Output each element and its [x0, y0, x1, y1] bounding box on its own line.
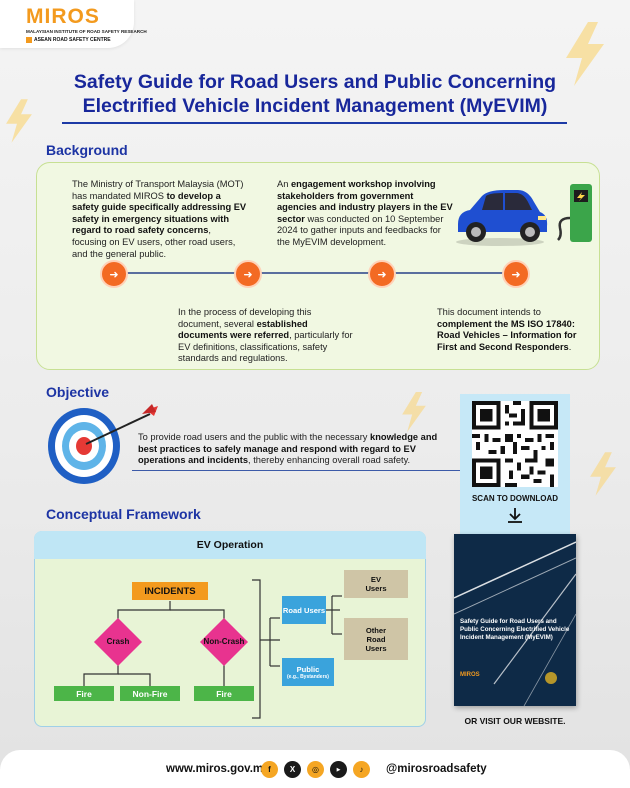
- qr-code[interactable]: [472, 401, 558, 487]
- title-underline: [62, 122, 567, 124]
- target-icon: [48, 404, 158, 484]
- logo: MIROS: [26, 5, 100, 28]
- lightning-bolt-icon: [566, 22, 604, 86]
- framework-heading: Conceptual Framework: [46, 506, 201, 522]
- background-heading: Background: [46, 142, 128, 158]
- youtube-icon[interactable]: ▶: [330, 761, 347, 778]
- guide-book-cover[interactable]: [454, 534, 576, 706]
- logo-square: [26, 37, 32, 43]
- incidents-node: INCIDENTS: [132, 582, 208, 600]
- fire-node-2: Fire: [194, 686, 254, 701]
- background-text-1: The Ministry of Transport Malaysia (MOT)…: [72, 179, 247, 259]
- objective-text: To provide road users and the public wit…: [138, 432, 438, 466]
- electric-car-icon: [456, 190, 548, 246]
- social-handle[interactable]: @mirosroadsafety: [386, 763, 487, 775]
- download-icon[interactable]: [506, 506, 524, 524]
- road-users-node: Road Users: [282, 596, 326, 624]
- non-crash-label: Non-Crash: [203, 637, 245, 646]
- objective-heading: Objective: [46, 384, 110, 400]
- framework-box-title: EV Operation: [34, 531, 426, 559]
- tiktok-icon[interactable]: ♪: [353, 761, 370, 778]
- background-text-4: This document intends to complement the …: [437, 307, 577, 352]
- background-text-3: In the process of developing this docume…: [178, 307, 353, 364]
- instagram-icon[interactable]: ◎: [307, 761, 324, 778]
- public-node: Public (e.g., Bystanders): [282, 658, 334, 686]
- forward-arrow-icon: ➜: [368, 260, 396, 288]
- logo-panel: [0, 0, 134, 48]
- crash-label: Crash: [106, 637, 130, 646]
- non-fire-node: Non-Fire: [120, 686, 180, 701]
- logo-subtitle: MALAYSIAN INSTITUTE OF ROAD SAFETY RESEA…: [26, 29, 147, 34]
- forward-arrow-icon: ➜: [502, 260, 530, 288]
- x-icon[interactable]: X: [284, 761, 301, 778]
- scan-to-download-label: SCAN TO DOWNLOAD: [471, 494, 559, 503]
- fire-node: Fire: [54, 686, 114, 701]
- lightning-bolt-icon: [402, 392, 426, 432]
- forward-arrow-icon: ➜: [100, 260, 128, 288]
- page-title: Safety Guide for Road Users and Public C…: [73, 71, 557, 117]
- lightning-bolt-icon: [590, 452, 616, 496]
- background-text-2: An engagement workshop involving stakeho…: [277, 179, 453, 247]
- ev-charger-icon: [557, 184, 592, 242]
- ev-users-node: EV Users: [344, 570, 408, 598]
- forward-arrow-icon: ➜: [234, 260, 262, 288]
- timeline-line: [112, 272, 517, 274]
- website-link[interactable]: www.miros.gov.my: [166, 763, 270, 775]
- guide-book-logo: MIROS: [460, 672, 480, 678]
- facebook-icon[interactable]: f: [261, 761, 278, 778]
- guide-book-title: Safety Guide for Road Users and Public C…: [460, 618, 570, 641]
- other-road-users-node: Other Road Users: [344, 618, 408, 660]
- objective-underline: [132, 470, 462, 471]
- visit-website-label: OR VISIT OUR WEBSITE.: [464, 716, 566, 726]
- logo-subtitle-2: ASEAN ROAD SAFETY CENTRE: [34, 37, 111, 43]
- lightning-bolt-icon: [6, 99, 32, 143]
